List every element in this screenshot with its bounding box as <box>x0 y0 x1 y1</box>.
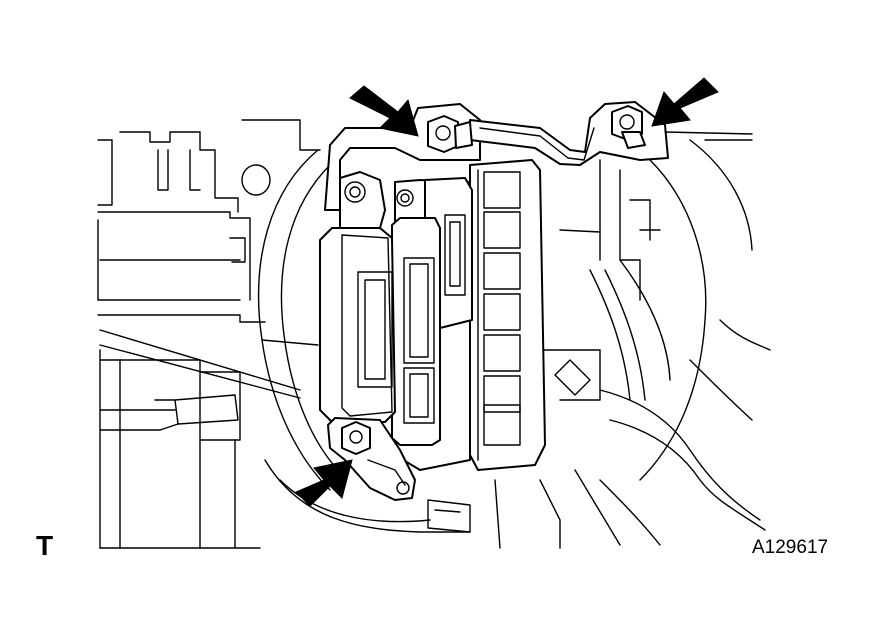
background-structure-left <box>97 119 321 549</box>
arrow-upper-left-bolt <box>349 85 419 137</box>
left-tab <box>339 171 386 231</box>
arrow-lower-bolt <box>295 459 353 507</box>
view-mark-label: T <box>36 530 54 561</box>
bolt-upper-left <box>427 115 473 153</box>
background-structure-right <box>494 139 771 549</box>
bolt-lower <box>341 421 371 455</box>
figure-id-label: A129617 <box>752 537 829 558</box>
arrow-upper-right-bolt <box>651 77 719 127</box>
control-unit-assembly <box>319 159 546 471</box>
bolt-upper-right <box>611 105 646 149</box>
background-housing-arc <box>257 149 471 533</box>
